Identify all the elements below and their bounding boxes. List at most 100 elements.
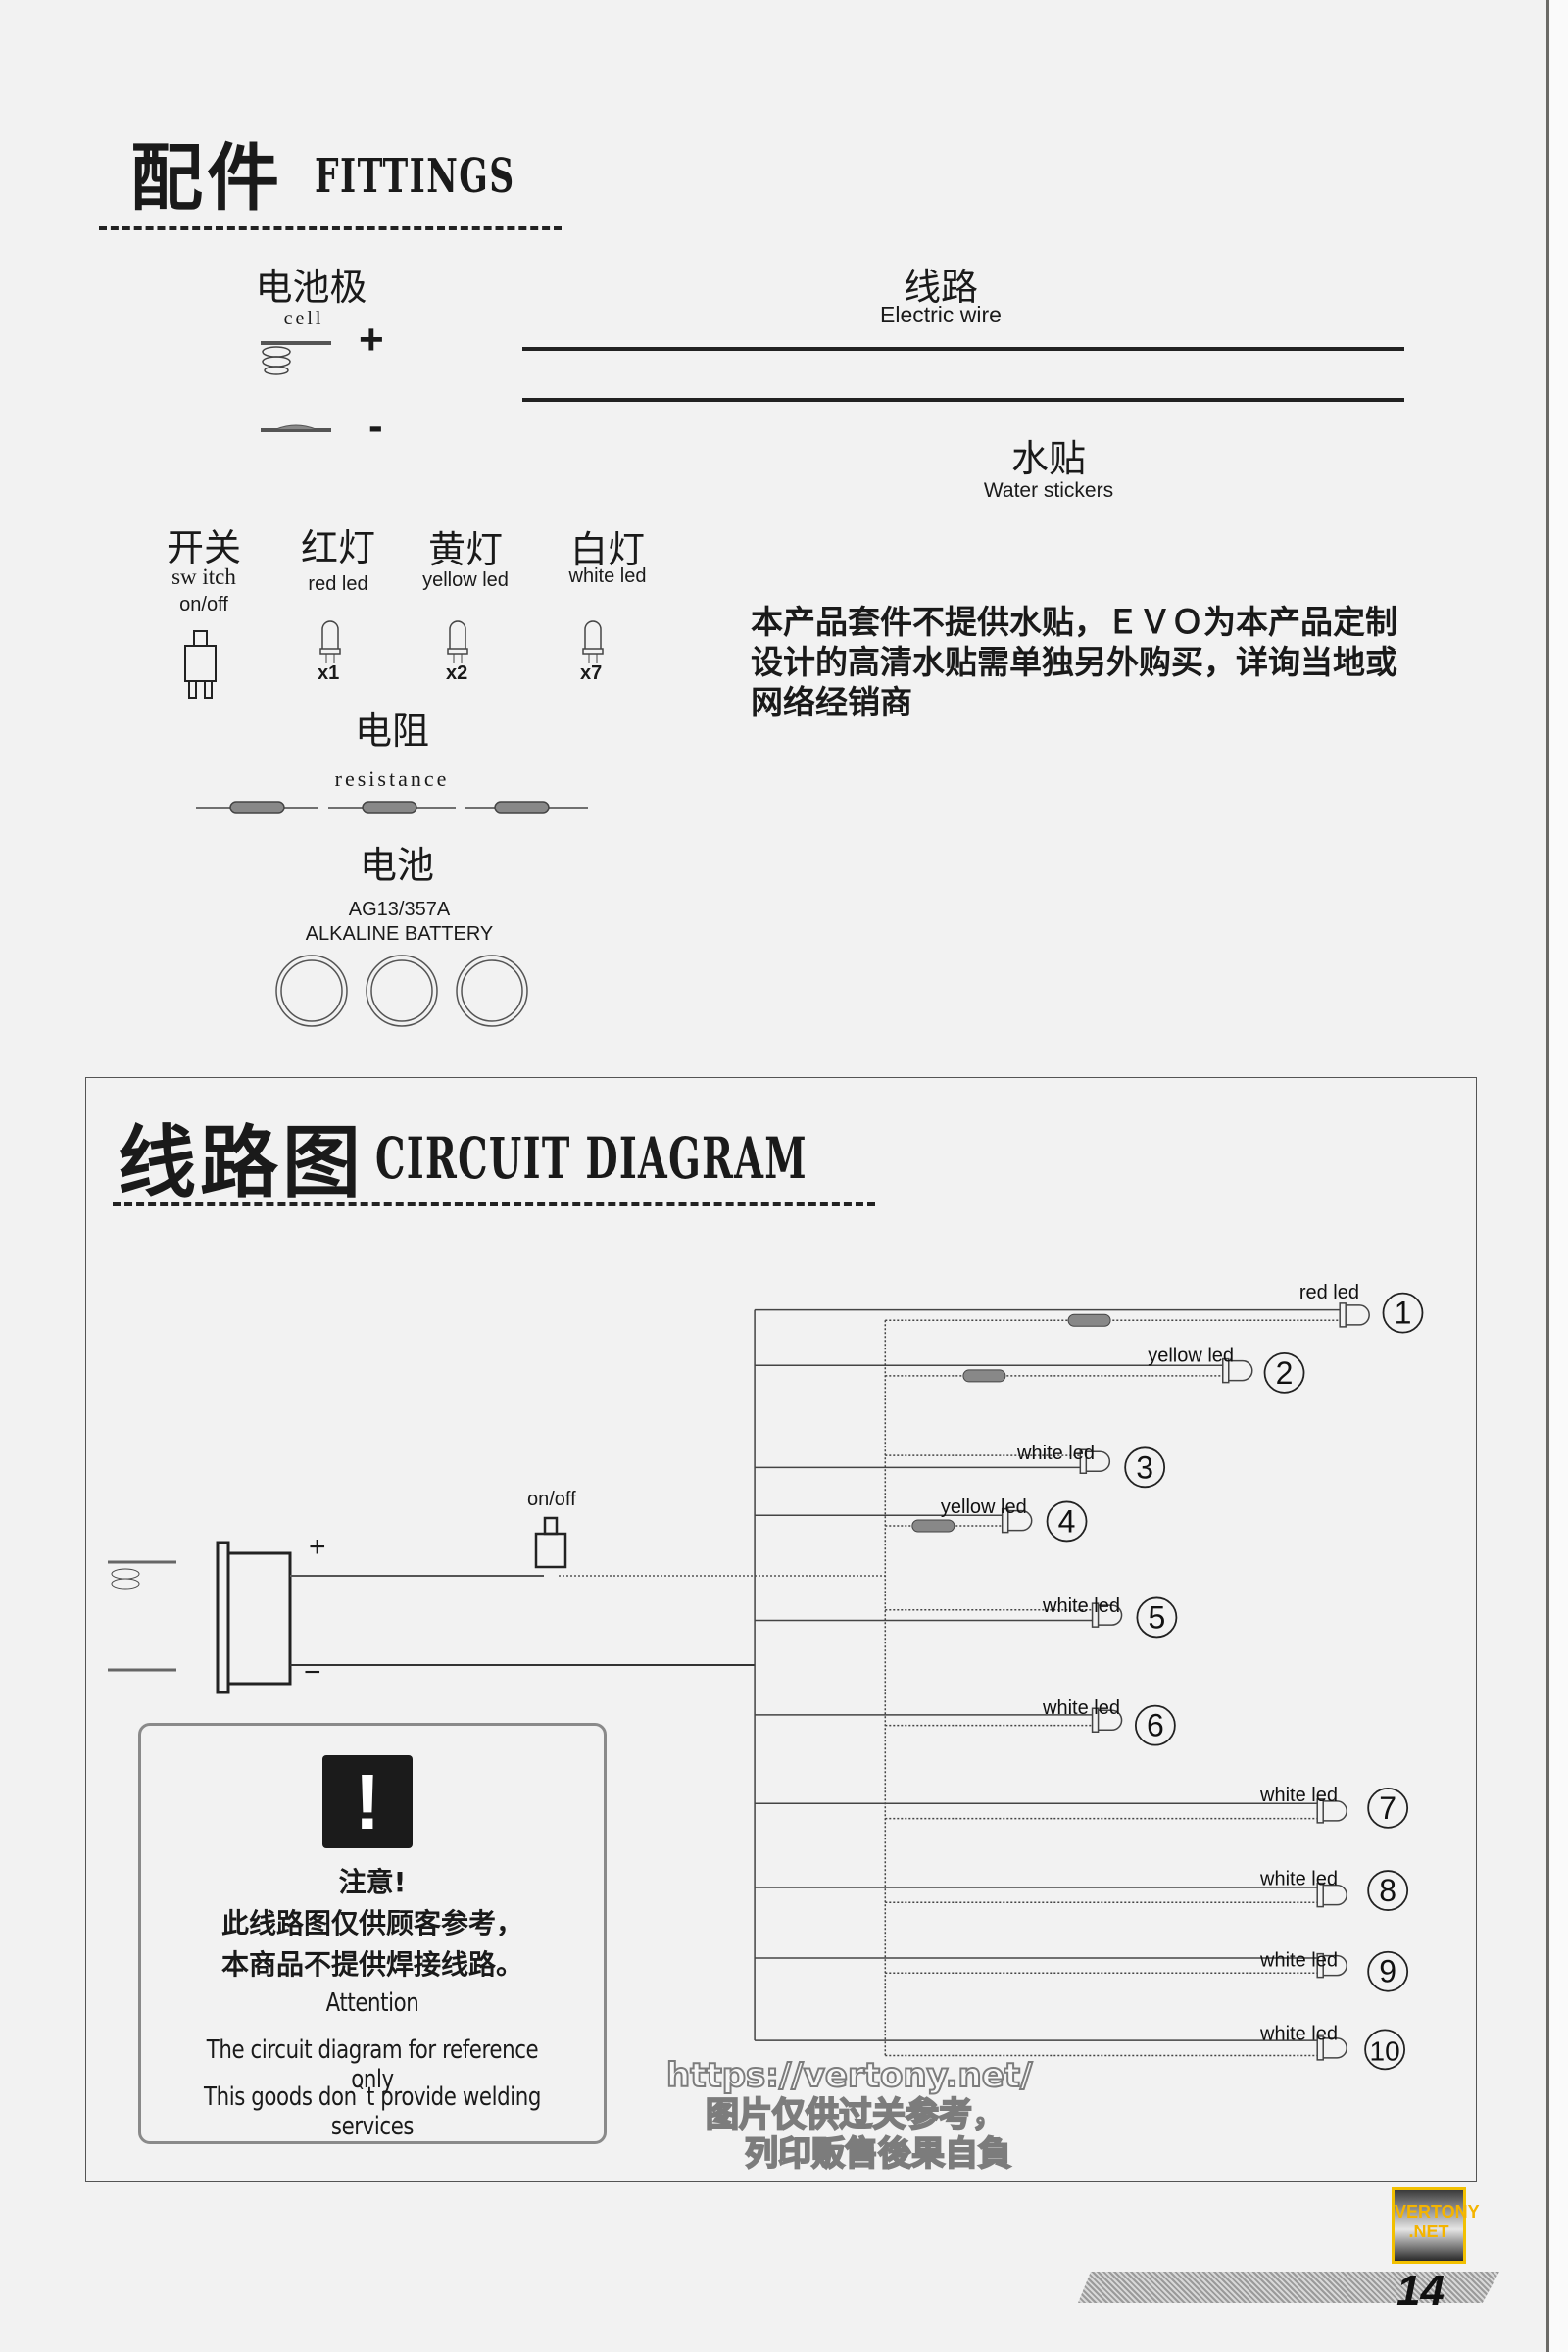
logo-line: .NET	[1408, 2222, 1449, 2241]
led-number-circle	[1124, 1446, 1166, 1489]
yellow-led-qty: x2	[446, 662, 468, 684]
warning-title-cn: 注意!	[338, 1866, 407, 1898]
switch-label-cn: 开关	[166, 526, 241, 569]
footer-stripe	[1078, 2272, 1499, 2303]
led-number-circle	[1382, 1292, 1424, 1334]
led-number: 2	[1276, 1355, 1294, 1391]
led-number-circle	[1367, 1950, 1409, 1992]
led-icon	[1222, 1357, 1253, 1384]
white-led-qty: x7	[580, 662, 603, 684]
spring-contact-icon	[111, 1578, 140, 1590]
led-icon	[1001, 1507, 1033, 1534]
logo-line: VERTONY	[1395, 2202, 1480, 2222]
led-number: 10	[1370, 2035, 1400, 2066]
led-number: 1	[1395, 1296, 1412, 1331]
led-label: white led	[1042, 1595, 1120, 1617]
stickers-label-cn: 水贴	[1010, 437, 1086, 480]
white-led-label-en: white led	[568, 565, 647, 587]
led-number-circle	[1134, 1704, 1176, 1746]
switch-icon	[534, 1532, 567, 1569]
exclamation-icon: !	[322, 1755, 413, 1848]
sticker-notice-line: 网络经销商	[751, 683, 912, 721]
switch-icon	[184, 630, 217, 699]
cell-label-en: cell	[283, 308, 324, 329]
led-number-circle	[1136, 1596, 1178, 1639]
resistance-label-cn: 电阻	[354, 710, 429, 753]
led-icon	[1316, 1882, 1348, 1908]
flat-contact-icon	[261, 424, 331, 432]
battery-type: ALKALINE BATTERY	[305, 923, 494, 945]
page-number: 14	[1396, 2267, 1445, 2315]
led-icon	[1316, 2035, 1348, 2061]
led-icon	[1079, 1448, 1111, 1474]
holder-minus-sign: −	[304, 1656, 321, 1689]
led-label: white led	[1259, 1785, 1338, 1806]
holder-plus-sign: +	[309, 1531, 326, 1563]
led-label: white led	[1042, 1697, 1120, 1719]
sticker-notice: 本产品套件不提供水贴，ＥＶＯ为本产品定制 设计的高清水贴需单独另外购买，详询当地…	[751, 602, 1417, 722]
battery-holder-body	[226, 1551, 292, 1686]
led-number: 9	[1379, 1954, 1396, 1989]
circuit-title-en: CIRCUIT DIAGRAM	[375, 1125, 808, 1192]
resistor-icon	[1067, 1313, 1111, 1327]
battery-label-cn: 电池	[359, 844, 434, 887]
yellow-led-label-en: yellow led	[422, 569, 509, 591]
led-label: white led	[1016, 1443, 1095, 1464]
switch-onoff-label: on/off	[527, 1489, 576, 1510]
led-icon	[1091, 1602, 1123, 1628]
vertony-logo: VERTONY .NET	[1392, 2187, 1480, 2264]
warning-text-cn: 本商品不提供焊接线路。	[220, 1948, 523, 1981]
wire-label-en: Electric wire	[880, 302, 1002, 327]
red-led-icon	[318, 619, 342, 669]
spring-contact-icon	[261, 341, 331, 375]
fittings-title-en: FITTINGS	[315, 149, 515, 204]
led-number: 7	[1379, 1790, 1396, 1826]
switch-icon	[543, 1516, 559, 1536]
red-led-label-cn: 红灯	[300, 526, 375, 569]
sticker-notice-line: 本产品套件不提供水贴，ＥＶＯ为本产品定制	[751, 603, 1397, 641]
cell-label-cn: 电池极	[255, 266, 368, 309]
led-number-circle	[1367, 1787, 1409, 1829]
led-number-circle	[1364, 2029, 1406, 2071]
battery-model: AG13/357A	[348, 899, 451, 920]
white-led-label-cn: 白灯	[569, 528, 645, 571]
white-led-icon	[581, 619, 605, 669]
spring-contact-icon	[111, 1568, 140, 1580]
resistor-icon	[962, 1369, 1006, 1383]
cell-plus-sign: +	[359, 316, 384, 364]
battery-icons	[275, 955, 528, 1027]
warning-box: ! 注意! 此线路图仅供顾客参考， 本商品不提供焊接线路。 Attention …	[138, 1723, 607, 2144]
led-label: white led	[1259, 1869, 1338, 1890]
wire-label-cn: 线路	[903, 266, 978, 309]
red-led-label-en: red led	[308, 573, 368, 595]
led-number-circle	[1046, 1500, 1088, 1543]
yellow-led-icon	[446, 619, 469, 669]
electric-wire-sample	[522, 347, 1404, 351]
warning-text-en: The circuit diagram for reference only	[206, 2035, 539, 2094]
led-number: 5	[1149, 1599, 1166, 1635]
led-label: yellow led	[1148, 1345, 1234, 1366]
page-edge	[1546, 0, 1568, 2352]
switch-label-en: sw itch	[172, 564, 236, 589]
led-icon	[1316, 1952, 1348, 1979]
led-icon	[1091, 1707, 1123, 1734]
led-label: yellow led	[941, 1496, 1027, 1518]
resistors-icon	[196, 801, 588, 814]
sticker-notice-line: 设计的高清水贴需单独另外购买，详询当地或	[751, 643, 1397, 681]
red-led-qty: x1	[318, 662, 340, 684]
led-label: white led	[1259, 1949, 1338, 1971]
circuit-diagram-frame	[85, 1077, 1477, 2182]
cell-minus-sign: -	[368, 402, 383, 450]
led-number-circle	[1367, 1870, 1409, 1911]
warning-text-cn: 此线路图仅供顾客参考，	[220, 1907, 523, 1939]
warning-text-en: This goods don`t provide welding service…	[204, 2082, 541, 2141]
led-icon	[1316, 1798, 1348, 1824]
warning-title-en: Attention	[325, 1988, 419, 2018]
yellow-led-label-cn: 黄灯	[427, 528, 503, 571]
resistance-label-en: resistance	[334, 766, 450, 791]
led-number: 8	[1379, 1873, 1396, 1908]
led-label: red led	[1299, 1282, 1359, 1303]
fittings-title-cn: 配件	[130, 136, 283, 220]
battery-holder-plate	[216, 1541, 230, 1694]
